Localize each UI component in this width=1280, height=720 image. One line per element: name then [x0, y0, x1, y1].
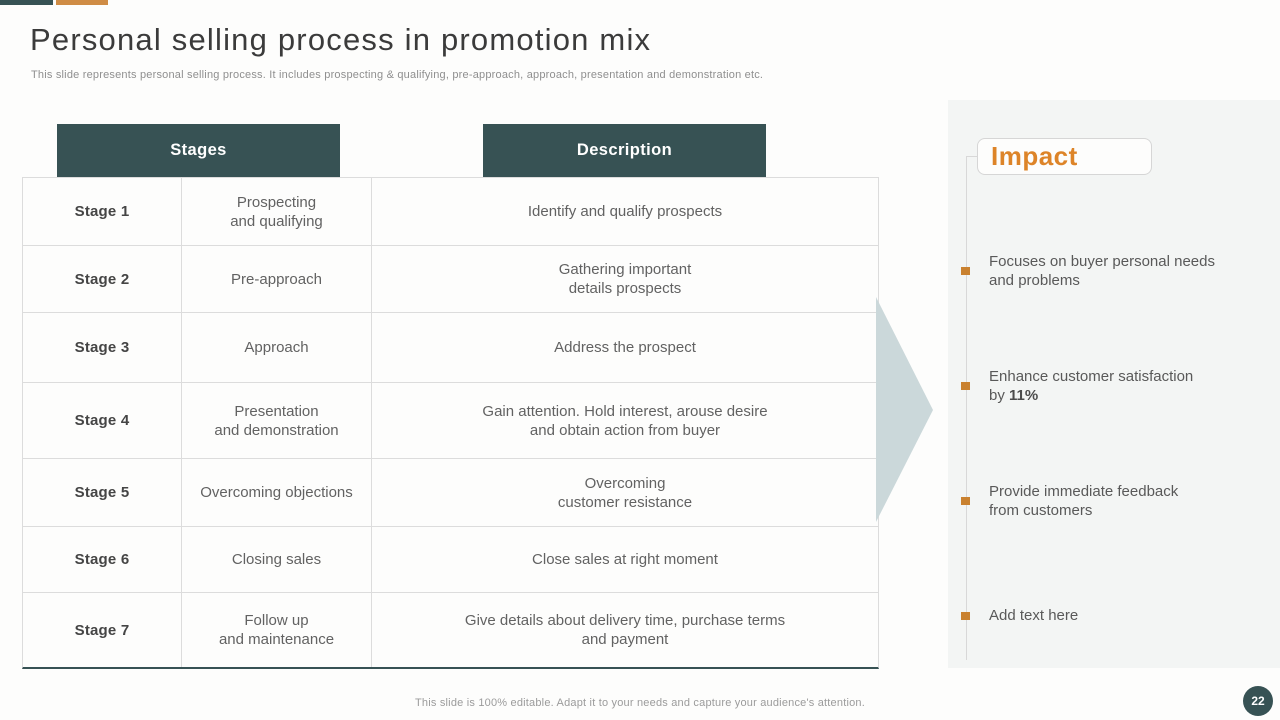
impact-item-text-main: Provide immediate feedback from customer… — [989, 483, 1179, 519]
bullet-square-icon — [961, 382, 970, 390]
table-cell-stage: Stage 1 — [23, 178, 182, 246]
page-title: Personal selling process in promotion mi… — [30, 22, 652, 57]
table-cell-name: Overcoming objections — [182, 459, 372, 527]
table-cell-description: Address the prospect — [372, 313, 878, 383]
table-cell-name: Presentation and demonstration — [182, 383, 372, 459]
stages-table: Stage 1 Prospecting and qualifying Ident… — [22, 177, 879, 669]
table-cell-stage: Stage 5 — [23, 459, 182, 527]
table-cell-description: Close sales at right moment — [372, 527, 878, 593]
impact-item-text: Add text here — [989, 606, 1078, 625]
table-cell-stage: Stage 3 — [23, 313, 182, 383]
bullet-square-icon — [961, 497, 970, 505]
table-cell-description: Gathering important details prospects — [372, 246, 878, 313]
impact-item-text-bold: 11% — [1009, 387, 1039, 404]
impact-item: Enhance customer satisfaction by 11% — [961, 367, 1261, 405]
table-cell-stage: Stage 4 — [23, 383, 182, 459]
table-cell-name: Follow up and maintenance — [182, 593, 372, 667]
page-number-badge: 22 — [1243, 686, 1273, 716]
table-cell-name: Closing sales — [182, 527, 372, 593]
impact-item-text: Enhance customer satisfaction by 11% — [989, 367, 1193, 405]
footer-note: This slide is 100% editable. Adapt it to… — [415, 697, 865, 709]
page-subtitle: This slide represents personal selling p… — [31, 69, 764, 81]
table-cell-stage: Stage 2 — [23, 246, 182, 313]
impact-item-text: Provide immediate feedback from customer… — [989, 482, 1178, 520]
bullet-square-icon — [961, 267, 970, 275]
right-arrow-shape — [876, 297, 933, 522]
impact-panel — [948, 100, 1280, 668]
impact-connector-stub — [966, 156, 978, 157]
table-cell-description: Overcoming customer resistance — [372, 459, 878, 527]
table-cell-description: Give details about delivery time, purcha… — [464, 612, 786, 648]
impact-item: Add text here — [961, 606, 1261, 625]
table-header-description: Description — [483, 124, 766, 177]
impact-item: Focuses on buyer personal needs and prob… — [961, 252, 1261, 290]
table-cell-stage: Stage 7 — [23, 593, 182, 667]
impact-title: Impact — [991, 141, 1078, 171]
table-cell-name: Approach — [182, 313, 372, 383]
table-cell-name: Pre-approach — [182, 246, 372, 313]
impact-title-box: Impact — [977, 138, 1152, 175]
impact-item-text-main: Enhance customer satisfaction by — [989, 368, 1194, 404]
table-cell-description: Gain attention. Hold interest, arouse de… — [372, 383, 878, 459]
impact-item-text: Focuses on buyer personal needs and prob… — [989, 252, 1215, 290]
table-cell-stage: Stage 6 — [23, 527, 182, 593]
table-cell-description: Identify and qualify prospects — [372, 178, 878, 246]
table-header-stages: Stages — [57, 124, 340, 177]
impact-item: Provide immediate feedback from customer… — [961, 482, 1261, 520]
table-cell-name: Prospecting and qualifying — [182, 178, 372, 246]
impact-connector-line — [966, 156, 967, 660]
bullet-square-icon — [961, 611, 970, 620]
impact-item-text-main: Focuses on buyer personal needs and prob… — [989, 253, 1215, 289]
impact-item-text-main: Add text here — [989, 607, 1079, 624]
accent-bar-orange — [56, 0, 108, 5]
accent-bar-teal — [0, 0, 53, 5]
